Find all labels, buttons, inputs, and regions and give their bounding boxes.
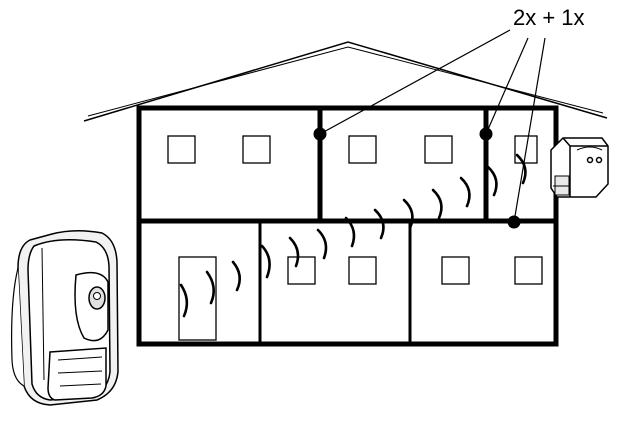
roof-inner-line bbox=[87, 46, 604, 117]
window bbox=[242, 135, 271, 164]
window bbox=[167, 135, 196, 164]
door bbox=[178, 256, 217, 341]
window bbox=[348, 256, 377, 285]
roof-outline bbox=[83, 41, 608, 122]
window bbox=[287, 256, 316, 285]
radio-wave-icon bbox=[179, 153, 527, 318]
motion-detector-icon bbox=[11, 230, 119, 406]
window bbox=[348, 135, 377, 164]
wireless-repeater-module-icon bbox=[550, 137, 609, 198]
window bbox=[514, 256, 543, 285]
mount-point bbox=[479, 127, 493, 141]
callout-label: 2x + 1x bbox=[513, 5, 585, 30]
window bbox=[424, 135, 453, 164]
mount-point bbox=[313, 127, 327, 141]
mount-point bbox=[507, 215, 521, 229]
callout-lines bbox=[319, 29, 546, 223]
window bbox=[441, 256, 470, 285]
